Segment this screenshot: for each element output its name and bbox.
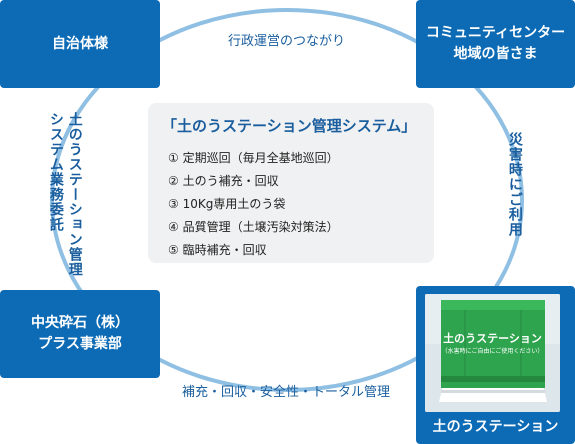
center-list-item: ① 定期巡回（毎月全基地巡回） [168, 151, 339, 165]
center-panel: 「土のうステーション管理システム」 ① 定期巡回（毎月全基地巡回） ② 土のう補… [148, 103, 434, 263]
center-list-item: ⑤ 臨時補充・回収 [168, 243, 267, 257]
node-chuo-saiseki: 中央砕石（株） プラス事業部 [0, 290, 160, 378]
node-municipality: 自治体様 [0, 0, 160, 88]
center-list: ① 定期巡回（毎月全基地巡回） ② 土のう補充・回収 ③ 10Kg専用土のう袋 … [168, 147, 339, 262]
node-community-center-line2: 地域の皆さま [453, 46, 538, 62]
node-community-center-line1: コミュニティセンター [425, 25, 566, 41]
edge-label-left: 土のうステーション管理 システム業務委託 [46, 112, 84, 282]
edge-label-left-line2: システム業務委託 [47, 112, 64, 232]
station-sign-title: 土のうステーション [443, 332, 542, 345]
station-illustration [425, 294, 560, 412]
node-chuo-saiseki-line1: 中央砕石（株） [31, 315, 129, 331]
center-list-item: ③ 10Kg専用土のう袋 [168, 197, 286, 211]
center-list-item: ④ 品質管理（土壌汚染対策法） [168, 220, 339, 234]
edge-label-top: 行政運営のつながり [228, 34, 346, 49]
edge-label-bottom: 補充・回収・安全性・トータル管理 [182, 385, 391, 400]
center-list-item: ② 土のう補充・回収 [168, 174, 279, 188]
center-title: 「土のうステーション管理システム」 [162, 117, 417, 135]
node-community-center: コミュニティセンター 地域の皆さま [416, 0, 575, 88]
edge-label-left-line1: 土のうステーション管理 [66, 112, 83, 277]
station-photo: 土のうステーション （水害時にご自由にご使用ください） [425, 294, 560, 412]
station-sign-subtitle: （水害時にご自由にご使用ください） [441, 348, 544, 355]
node-donou-station-label: 土のうステーション [432, 419, 559, 435]
edge-label-right: 災害時にご利用 [506, 132, 523, 237]
node-chuo-saiseki-line2: プラス事業部 [38, 336, 122, 352]
node-municipality-label: 自治体様 [52, 35, 108, 52]
